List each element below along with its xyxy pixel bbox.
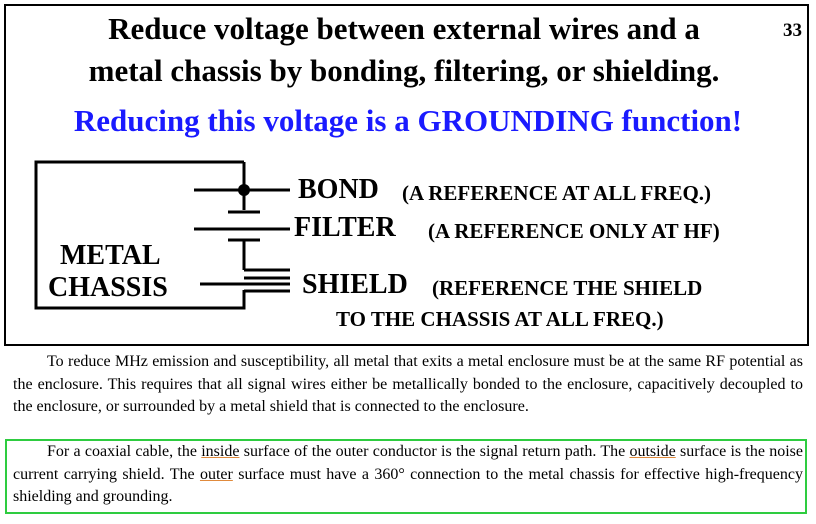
chassis-label-2: CHASSIS (48, 272, 168, 303)
shield-note-1: (REFERENCE THE SHIELD (432, 276, 703, 300)
slide-frame (4, 4, 809, 346)
chassis-outline (34, 160, 246, 310)
bond-note: (A REFERENCE AT ALL FREQ.) (402, 181, 712, 205)
paragraph-emission-text: To reduce MHz emission and susceptibilit… (13, 353, 803, 415)
bond-label: BOND (298, 174, 379, 205)
coax-text-a: For a coaxial cable, the (47, 443, 202, 460)
filter-label: FILTER (294, 212, 396, 243)
coax-text-c: surface is the noise current carrying sh… (13, 443, 803, 483)
title-line-1: Reduce voltage between external wires an… (108, 11, 700, 46)
bonding-diagram (34, 160, 290, 310)
coax-text-d: surface must have a 360° connection to t… (13, 465, 803, 506)
slide-subtitle: Reducing this voltage is a GROUNDING fun… (73, 103, 743, 138)
underlined-outside: outside (629, 443, 676, 460)
paragraph-coax: For a coaxial cable, the inside surface … (13, 441, 803, 509)
underlined-inside: inside (201, 443, 240, 460)
page-number: 33 (783, 20, 802, 41)
chassis-label-1: METAL (60, 240, 161, 271)
underlined-outer: outer (199, 465, 233, 483)
paragraph-emission: To reduce MHz emission and susceptibilit… (13, 351, 803, 419)
highlight-box (5, 439, 807, 514)
shield-label: SHIELD (302, 269, 408, 300)
filter-note: (A REFERENCE ONLY AT HF) (428, 219, 720, 243)
slide-title: Reduce voltage between external wires an… (0, 8, 808, 92)
coax-text-b: surface of the outer conductor is the si… (239, 443, 630, 460)
shield-note-2: TO THE CHASSIS AT ALL FREQ.) (336, 307, 664, 331)
bond-junction-dot (238, 184, 250, 196)
title-line-2: metal chassis by bonding, filtering, or … (88, 53, 720, 88)
